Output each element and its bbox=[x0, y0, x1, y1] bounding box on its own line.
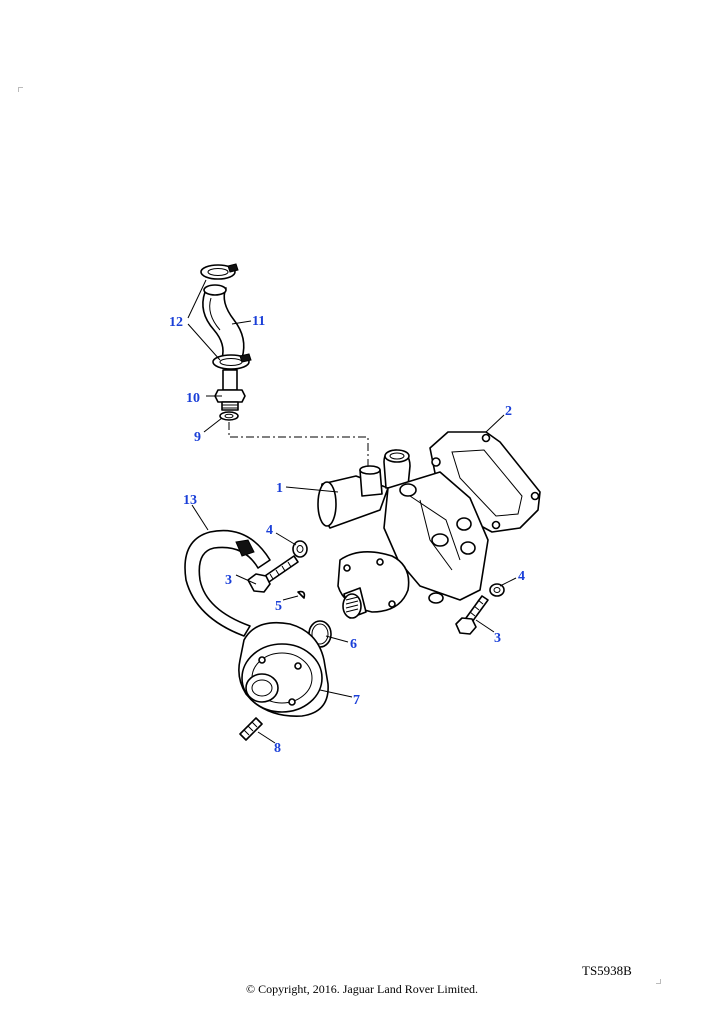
union-adaptor bbox=[214, 369, 246, 411]
callout-8: 8 bbox=[274, 741, 281, 756]
alignment-line bbox=[228, 422, 369, 468]
bypass-hose bbox=[202, 284, 245, 359]
callout-3-left: 3 bbox=[225, 573, 232, 588]
callout-4-left: 4 bbox=[266, 523, 273, 538]
corner-mark-bottom-right bbox=[656, 979, 661, 984]
copyright-notice: © Copyright, 2016. Jaguar Land Rover Lim… bbox=[245, 982, 479, 996]
bolt-left bbox=[247, 555, 299, 593]
drive-belt bbox=[184, 529, 271, 637]
callout-13: 13 bbox=[183, 493, 197, 508]
washer-left bbox=[292, 540, 308, 558]
callout-10: 10 bbox=[186, 391, 200, 406]
callout-6: 6 bbox=[350, 637, 357, 652]
leader-lines bbox=[187, 279, 517, 744]
pump-pulley bbox=[238, 621, 329, 717]
sealing-washer bbox=[219, 411, 239, 421]
callout-7: 7 bbox=[353, 693, 360, 708]
woodruff-key bbox=[297, 590, 306, 599]
callout-9: 9 bbox=[194, 430, 201, 445]
callout-12: 12 bbox=[169, 315, 183, 330]
washer-right bbox=[489, 583, 505, 597]
callout-3-right: 3 bbox=[494, 631, 501, 646]
water-pump-body bbox=[317, 449, 489, 619]
illustration-reference-code: TS5938B bbox=[582, 963, 632, 978]
callout-4-right: 4 bbox=[518, 569, 525, 584]
hose-clip-lower bbox=[212, 353, 252, 370]
hose-clip-upper bbox=[200, 263, 239, 280]
corner-mark-top-left bbox=[18, 87, 23, 92]
callout-2: 2 bbox=[505, 404, 512, 419]
callout-5: 5 bbox=[275, 599, 282, 614]
bolt-right bbox=[455, 595, 489, 635]
callout-1: 1 bbox=[276, 481, 283, 496]
callout-11: 11 bbox=[252, 314, 265, 329]
pulley-bolt bbox=[239, 717, 263, 741]
